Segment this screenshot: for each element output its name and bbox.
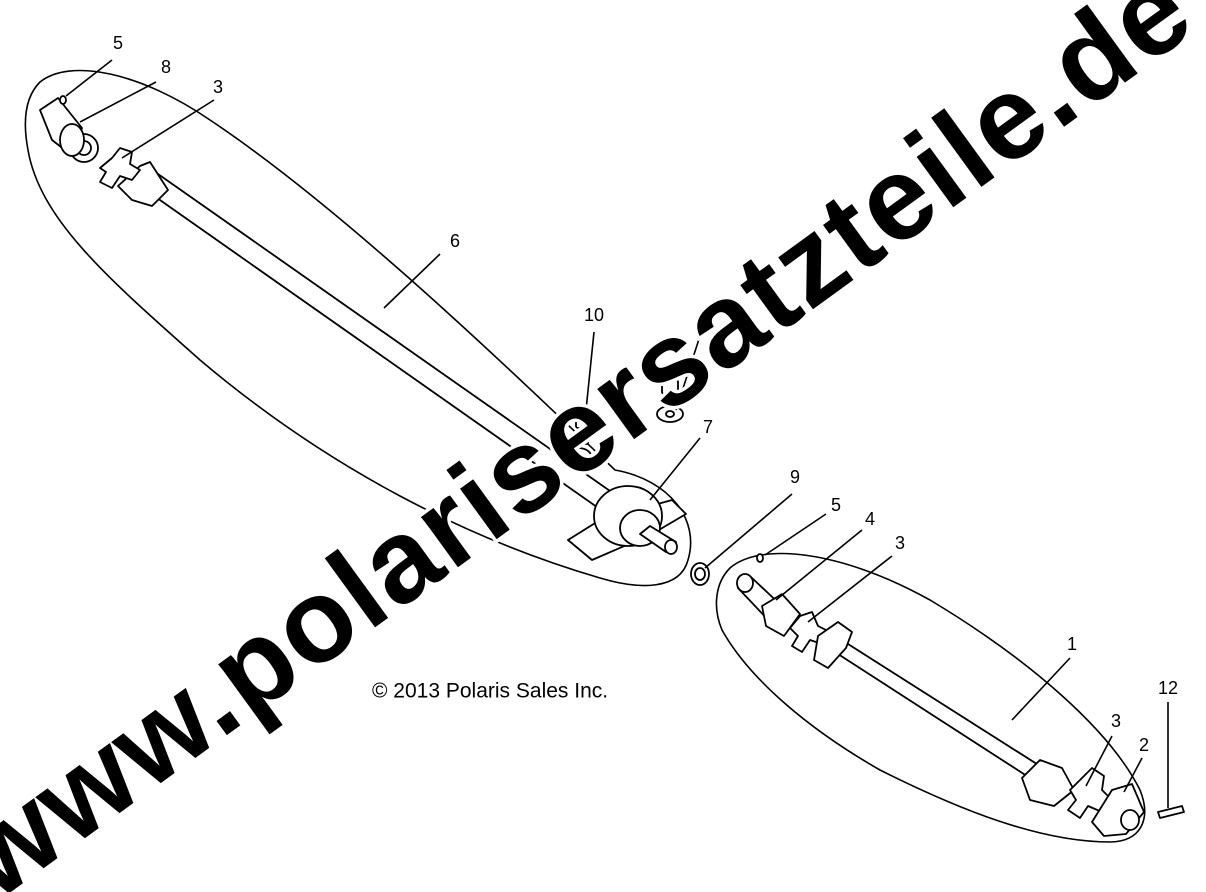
leader-11 (675, 335, 701, 411)
callout-7: 7 (703, 417, 713, 437)
front-shaft-tube (837, 643, 1041, 779)
callout-3-rear: 3 (213, 77, 223, 97)
callout-12: 12 (1158, 678, 1178, 698)
callout-5-front: 5 (831, 495, 841, 515)
leader-8 (79, 81, 157, 123)
front-yoke-a (813, 621, 853, 669)
callout-3-front-a: 3 (895, 533, 905, 553)
washer-11-hole (665, 410, 675, 418)
rear-driveshaft-group (24, 69, 692, 587)
callout-4: 4 (865, 509, 875, 529)
u-joint-cross-rear (99, 147, 141, 189)
roll-pin-12 (1157, 805, 1185, 819)
leader-10 (584, 331, 595, 421)
rear-slip-yoke-end (59, 123, 85, 157)
leader-5b (764, 513, 827, 556)
front-output-yoke-ring (1120, 809, 1140, 831)
carrier-output-spline-end (664, 539, 678, 555)
washer-10-hole (573, 452, 583, 460)
leader-5a (65, 59, 113, 97)
leader-6 (383, 253, 441, 309)
callout-5-rear: 5 (113, 33, 123, 53)
snap-ring-9-inner (694, 567, 706, 581)
front-driveshaft-group (715, 552, 1146, 843)
leader-9 (704, 493, 793, 569)
front-slip-yoke-end (736, 573, 754, 593)
leader-2 (1123, 757, 1143, 793)
mount-hardware (564, 379, 710, 586)
callout-6: 6 (450, 231, 460, 251)
callout-10: 10 (584, 305, 604, 325)
callout-9: 9 (790, 467, 800, 487)
leader-lines (65, 59, 1169, 808)
leader-3a (121, 99, 215, 159)
leader-7 (649, 437, 701, 501)
leader-4 (775, 529, 863, 601)
callout-labels: 5 8 3 6 10 11 7 9 5 4 3 1 12 3 2 (113, 33, 1178, 755)
front-driveshaft-outline (715, 552, 1146, 843)
callout-3-front-b: 3 (1111, 711, 1121, 731)
callout-11: 11 (695, 313, 714, 333)
leader-1 (1011, 657, 1071, 721)
callout-2: 2 (1139, 735, 1149, 755)
copyright-notice: © 2013 Polaris Sales Inc. (372, 680, 608, 703)
bolt-10-shank (579, 427, 589, 445)
callout-1: 1 (1067, 634, 1077, 654)
rear-driveshaft-outline (24, 69, 692, 587)
leader-3c (1085, 735, 1113, 787)
rear-shaft-yoke (117, 161, 169, 207)
grease-fitting-rear (59, 95, 67, 105)
grease-fitting-front (756, 553, 764, 563)
callout-8: 8 (161, 57, 171, 77)
leader-3b (807, 555, 893, 623)
